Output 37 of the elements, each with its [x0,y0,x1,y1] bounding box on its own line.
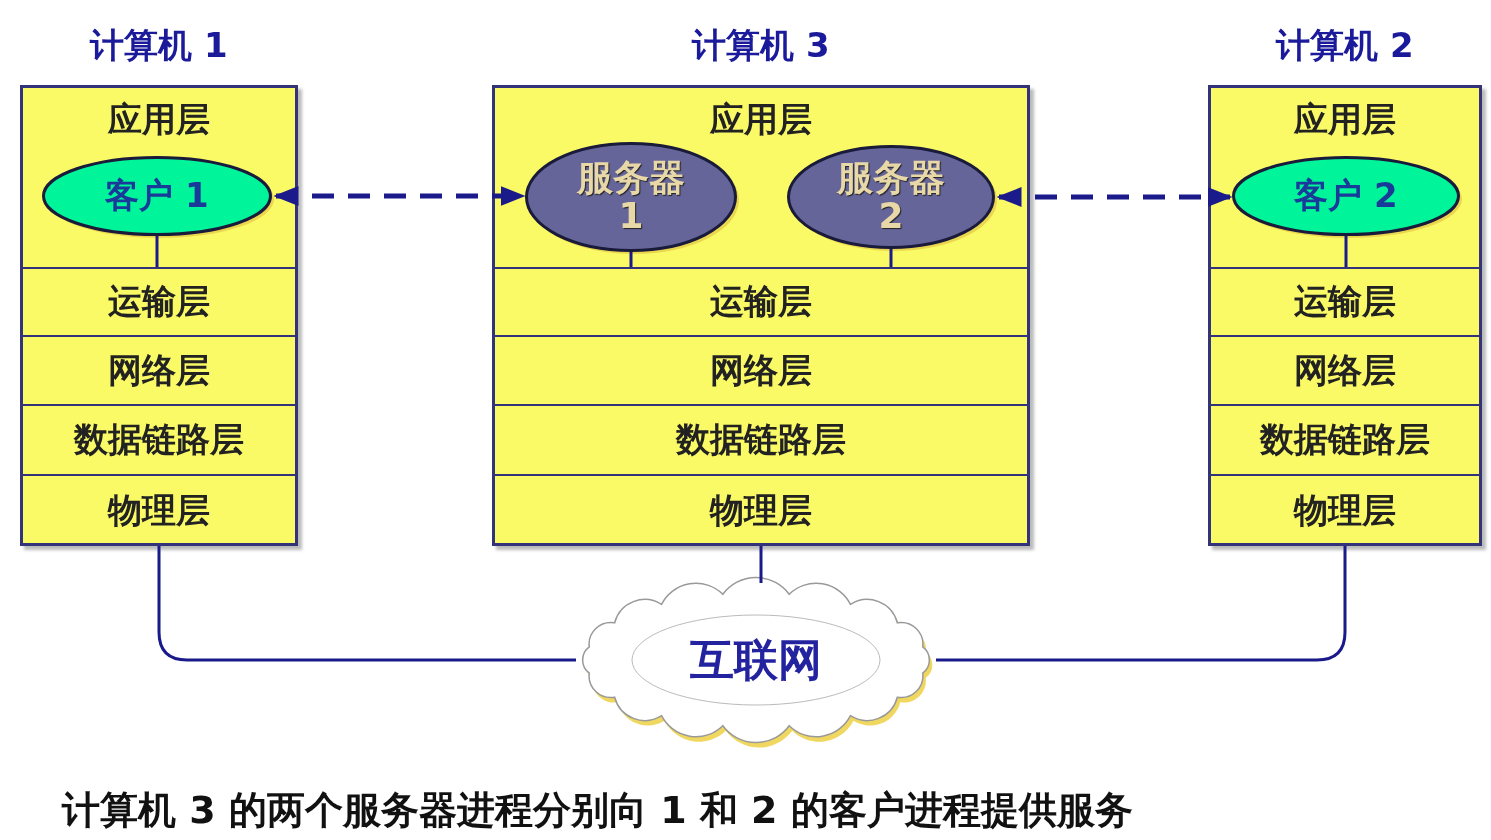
layer-label: 物理层 [710,489,812,532]
client-label: 客户 1 [105,178,209,214]
layer-label: 应用层 [108,98,210,141]
server-ellipse [525,142,737,252]
client-ellipse [42,156,272,236]
layer-label: 网络层 [108,348,210,392]
layer-label: 应用层 [710,98,812,141]
client-label: 客户 2 [1294,178,1398,214]
layer-label: 物理层 [108,489,210,532]
cloud-label: 互联网 [690,636,822,684]
layer-label: 数据链路层 [676,418,846,461]
layer-label: 运输层 [1294,280,1396,323]
connector-line [155,236,159,267]
layer-label: 物理层 [1294,489,1396,532]
layer-label: 网络层 [710,348,812,392]
connector-line [889,249,893,267]
computer-title: 计算机 1 [88,24,229,67]
layer-label: 运输层 [108,280,210,323]
client-ellipse [1232,156,1460,236]
computer-title: 计算机 2 [1274,24,1415,67]
server-ellipse [787,145,995,249]
dashed-arrow [996,187,1233,207]
layer-label: 数据链路层 [1260,418,1430,461]
connector-line [936,546,1347,662]
layer-label: 运输层 [710,280,812,323]
connector-line [1344,236,1348,267]
caption: 计算机 3 的两个服务器进程分别向 1 和 2 的客户进程提供服务 [62,787,1133,834]
server-label: 服务器 1 [575,159,686,235]
connector-line [157,546,576,662]
server-label: 服务器 2 [835,159,946,235]
dashed-arrow [273,186,526,206]
connector-line [629,252,633,267]
layer-label: 数据链路层 [74,418,244,461]
layer-label: 应用层 [1294,98,1396,141]
computer-title: 计算机 3 [690,24,831,67]
layer-label: 网络层 [1294,348,1396,392]
connector-line [759,546,763,583]
